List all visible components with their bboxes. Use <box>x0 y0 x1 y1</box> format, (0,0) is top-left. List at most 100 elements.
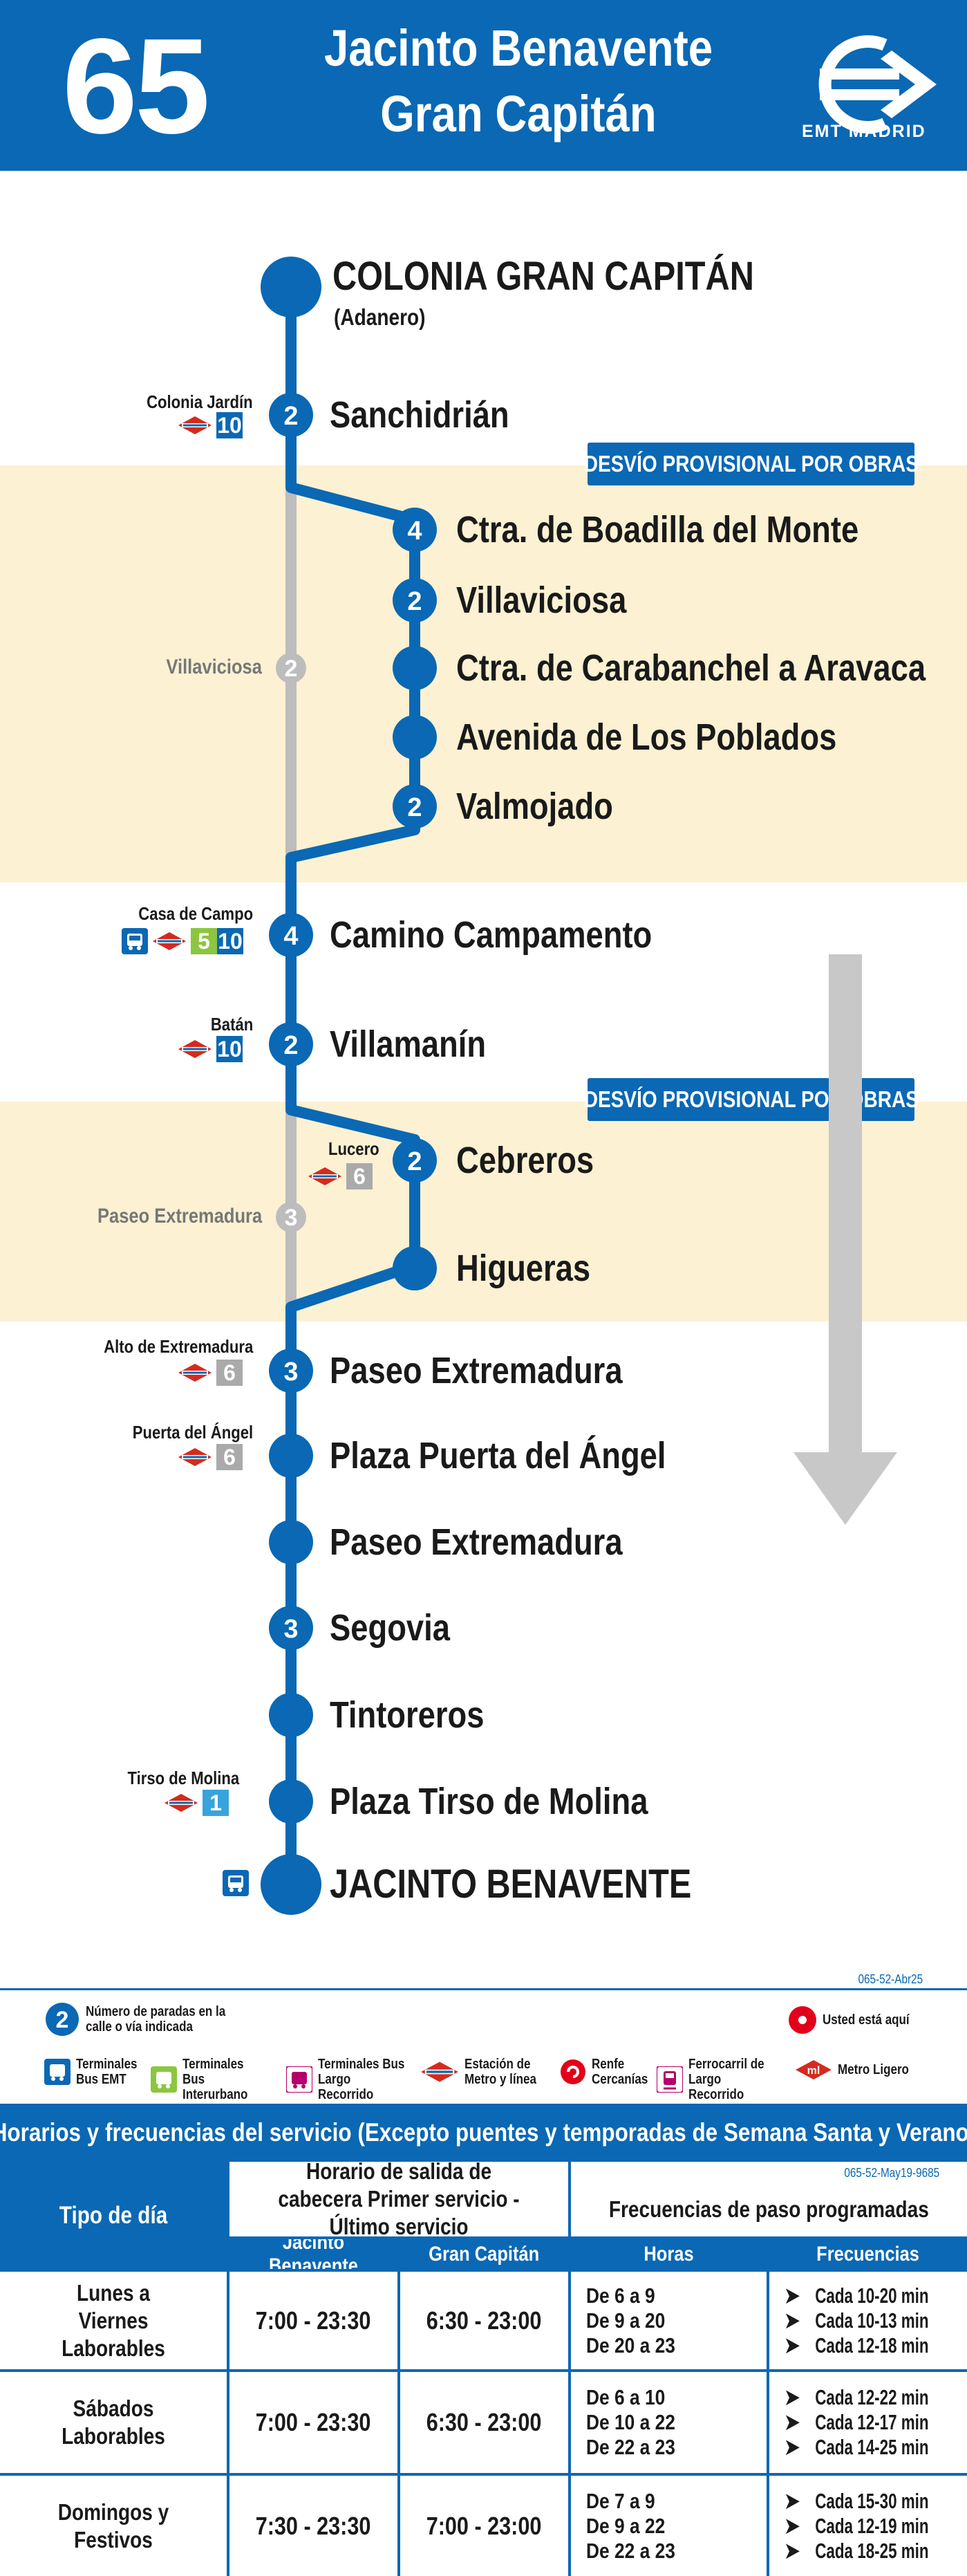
stop-count: 4 <box>407 517 422 546</box>
stop-count: 3 <box>283 1358 298 1387</box>
row-freqs: ➤ Cada 15-30 min➤ Cada 12-19 min➤ Cada 1… <box>785 2488 929 2563</box>
timetable: 065-52-May19-9685 Tipo de día Horario de… <box>0 2158 967 2576</box>
metro-icon <box>178 1364 212 1382</box>
stop-count-icon: 2 <box>46 2003 79 2036</box>
col-freqs: Frecuencias <box>769 2239 967 2269</box>
metro-icon <box>165 1794 198 1812</box>
bus-terminal-icon <box>122 928 148 954</box>
connection-name: Lucero <box>328 1138 379 1159</box>
stop-name: Plaza Puerta del Ángel <box>330 1435 666 1476</box>
row-first-last-a: 7:00 - 23:30 <box>256 2306 371 2335</box>
stop-marker <box>393 646 437 690</box>
direction-arrow-icon <box>794 1452 897 1525</box>
metro-line-badge: 10 <box>217 928 243 954</box>
original-stop-count: 2 <box>285 656 298 682</box>
header: 65 Jacinto Benavente Gran Capitán EMT MA… <box>0 0 967 171</box>
metro-line-badge: 6 <box>216 1360 243 1386</box>
stop-name: COLONIA GRAN CAPITÁN <box>332 254 754 299</box>
connection-icons: 10 <box>178 412 243 438</box>
terminal-stop-marker <box>261 1854 321 1915</box>
route-title-line1: Jacinto Benavente <box>323 19 713 77</box>
stop-name: Villaviciosa <box>456 580 627 621</box>
detour-band-2 <box>0 1102 967 1322</box>
timetable-title: Horarios y frecuencias del servicio (Exc… <box>0 2104 967 2162</box>
legend-item: Renfe Cercanías <box>560 2057 654 2087</box>
connection-name: Puerta del Ángel <box>132 1422 253 1443</box>
long-distance-train-icon <box>657 2066 683 2093</box>
row-freqs: ➤ Cada 12-22 min➤ Cada 12-17 min➤ Cada 1… <box>785 2385 929 2459</box>
renfe-cercanias-icon <box>561 2059 585 2084</box>
stop-marker <box>393 1246 437 1290</box>
connection-name: Casa de Campo <box>138 903 253 924</box>
stop-marker <box>269 1434 313 1478</box>
direction-arrow-shaft <box>829 954 862 1470</box>
row-day-type: Lunes a Viernes Laborables <box>62 2279 165 2361</box>
route-title-line2: Gran Capitán <box>380 85 657 142</box>
stop-marker <box>269 1022 313 1066</box>
connection-icons: 6 <box>308 1163 373 1189</box>
connection-name: Colonia Jardín <box>147 391 253 412</box>
legend-item: Terminales Bus EMT <box>44 2057 152 2087</box>
stop-marker <box>393 784 437 828</box>
you-are-here-icon <box>789 2006 816 2034</box>
connection-icons: 10 <box>178 1036 243 1062</box>
stop-name: Tintoreros <box>330 1694 485 1736</box>
stop-marker <box>269 393 313 437</box>
col-hours: Horas <box>571 2239 767 2269</box>
legend-stop-count: 2 Número de paradas en la calle o vía in… <box>44 2001 259 2037</box>
detour-band-1 <box>0 465 967 882</box>
row-day-type: Sábados Laborables <box>62 2396 165 2449</box>
stop-count: 4 <box>283 922 298 951</box>
metro-icon <box>178 1040 212 1058</box>
line-number: 65 <box>62 10 210 162</box>
stop-name: Villamanín <box>330 1023 487 1065</box>
map-code: 065-52-Abr25 <box>858 1972 923 1986</box>
row-freqs: ➤ Cada 10-20 min➤ Cada 10-13 min➤ Cada 1… <box>785 2283 929 2357</box>
stop-marker <box>393 715 437 759</box>
col-day-type: Tipo de día <box>0 2162 227 2269</box>
original-stop-name: Paseo Extremadura <box>97 1205 262 1227</box>
col-schedule-b: Gran Capitán <box>400 2239 568 2269</box>
connection-name: Batán <box>210 1014 253 1035</box>
stop-count: 2 <box>283 402 298 431</box>
legend-item: ml Metro Ligero <box>795 2059 921 2080</box>
metro-line-badge: 10 <box>216 1036 243 1062</box>
row-day-type: Domingos y Festivos <box>57 2499 169 2552</box>
bus-terminal-icon <box>223 1870 249 1896</box>
metro-icon <box>421 2061 458 2082</box>
metro-icon <box>153 932 186 950</box>
stop-name: Plaza Tirso de Molina <box>330 1781 648 1822</box>
original-stop-marker <box>276 1202 306 1232</box>
stop-marker <box>269 1693 313 1737</box>
stop-name: Ctra. de Carabanchel a Aravaca <box>456 647 926 689</box>
stop-name: Cebreros <box>456 1140 594 1181</box>
col-schedule: Horario de salida de cabecera Primer ser… <box>278 2158 520 2239</box>
route-map: 2 3 2 4 2 2 4 2 2 3 3 <box>261 257 897 1915</box>
stop-name: Camino Campamento <box>330 914 653 956</box>
stop-marker <box>269 1349 313 1393</box>
metro-line-badge: 5 <box>191 928 217 954</box>
metro-line-badge: 10 <box>216 412 243 438</box>
long-distance-bus-icon <box>286 2066 312 2093</box>
connection-name: Alto de Extremadura <box>103 1336 253 1357</box>
stop-marker <box>393 578 437 622</box>
row-first-last-b: 6:30 - 23:00 <box>426 2306 542 2335</box>
stop-marker <box>393 1138 437 1183</box>
row-first-last-b: 7:00 - 23:00 <box>426 2511 542 2540</box>
connection-icons: 6 <box>178 1444 243 1470</box>
route-title: Jacinto Benavente Gran Capitán <box>299 15 738 147</box>
stop-marker <box>393 508 437 552</box>
stop-name: Avenida de Los Poblados <box>456 716 837 758</box>
stop-marker <box>269 1606 313 1650</box>
connection-icons <box>223 1870 249 1896</box>
bus-terminal-icon <box>44 2059 71 2085</box>
detour-badge-1: DESVÍO PROVISIONAL POR OBRAS <box>583 443 919 485</box>
legend-item: Ferrocarril de Largo Recorrido <box>657 2057 792 2102</box>
row-first-last-a: 7:00 - 23:30 <box>256 2408 371 2436</box>
metro-line-badge: 6 <box>216 1444 243 1470</box>
row-first-last-b: 6:30 - 23:00 <box>426 2408 542 2436</box>
connection-icons: 6 <box>178 1360 243 1386</box>
metro-icon <box>178 1448 212 1466</box>
legend-you-are-here: Usted está aquí <box>788 2005 925 2035</box>
